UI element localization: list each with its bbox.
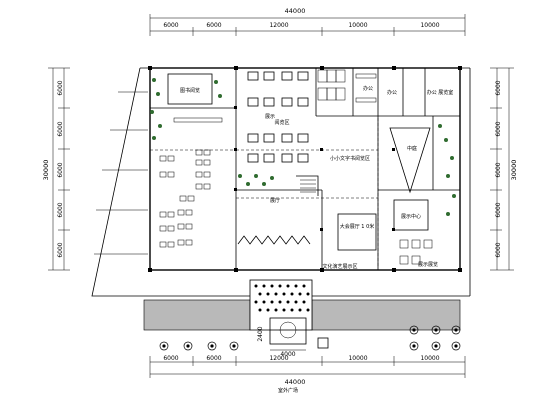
right-dim-seg-2: 6000: [495, 121, 502, 136]
right-lower-label: 展示展览: [418, 261, 438, 268]
atrium-feature: 中庭: [389, 127, 431, 194]
left-dim-seg-2: 6000: [57, 121, 64, 136]
restroom-cubicles: 办公 办公 办公 展览室: [317, 69, 454, 103]
bottom-center-label: 文化演艺展示区: [322, 263, 357, 270]
bottom-dim-total: 44000: [285, 378, 306, 386]
left-dim-seg-1: 6000: [57, 80, 64, 95]
top-dim-seg-1: 6000: [163, 22, 178, 29]
reading-area-label: 阅览区: [274, 119, 289, 126]
bottom-dimension-chain: 6000 6000 12000 10000 10000 44000: [149, 355, 466, 386]
lobby-label: 小小文字书阅览区: [330, 155, 370, 162]
interior-planting: [150, 78, 456, 216]
top-dim-seg-5: 10000: [420, 22, 439, 29]
entry-width-dim: 4000: [280, 351, 295, 358]
office-label-1: 办公: [363, 85, 373, 92]
left-dim-seg-3: 6000: [57, 162, 64, 177]
top-dim-total: 44000: [285, 7, 306, 15]
right-dim-seg-4: 6000: [495, 202, 502, 217]
top-dimension-chain: 44000 6000 6000 12000 10000 10000: [149, 7, 466, 36]
office-label-3: 办公 展览室: [427, 89, 454, 96]
building-walls: [149, 67, 461, 271]
hall-center-label: 大会展厅 1 0米: [340, 223, 375, 230]
paving-strip: [143, 279, 461, 331]
top-left-room-label: 图书阅览: [180, 87, 200, 94]
plaza-label: 室外广场: [278, 387, 298, 394]
office-label-2: 办公: [387, 89, 397, 96]
right-dim-seg-5: 6000: [495, 242, 502, 257]
right-dimension-chain: 6000 6000 6000 6000 6000 30000: [490, 67, 518, 271]
bottom-dim-seg-2: 6000: [206, 355, 221, 362]
entry-depth-dim: 2400: [257, 326, 264, 341]
central-hall: 大会展厅 1 0米 文化演艺展示区 展厅: [237, 175, 377, 270]
bottom-dim-seg-1: 6000: [163, 355, 178, 362]
exhibit-label: 展厅: [270, 198, 280, 204]
top-dim-seg-2: 6000: [206, 22, 221, 29]
entry-feature: 4000 2400 室外广场: [257, 317, 329, 394]
exhibit-hall-label: 展示: [265, 114, 275, 120]
right-rooms: 展示中心 展示展览 展示: [265, 114, 438, 268]
right-dim-total: 30000: [510, 160, 518, 181]
outer-paths: [94, 91, 148, 255]
right-room-label: 展示中心: [401, 213, 421, 220]
column-grid: [148, 66, 462, 272]
left-dim-seg-5: 6000: [57, 242, 64, 257]
bottom-dim-seg-3: 12000: [269, 355, 288, 362]
right-dim-seg-1: 6000: [495, 80, 502, 95]
left-seating: [159, 149, 211, 248]
bottom-dim-seg-4: 10000: [348, 355, 367, 362]
left-dim-seg-4: 6000: [57, 202, 64, 217]
reading-tables: 阅览区 小小文字书阅览区: [247, 71, 370, 163]
left-dimension-chain: 30000 6000 6000 6000 6000 6000: [42, 67, 70, 271]
left-dim-total: 30000: [42, 160, 50, 181]
bottom-dim-seg-5: 10000: [420, 355, 439, 362]
atrium-label: 中庭: [407, 145, 417, 152]
outdoor-trees: [159, 325, 461, 351]
entry-plaza-pattern: [254, 284, 310, 312]
top-dim-seg-4: 10000: [348, 22, 367, 29]
top-left-room: 图书阅览: [167, 73, 223, 123]
right-dim-seg-3: 6000: [495, 162, 502, 177]
top-dim-seg-3: 12000: [269, 22, 288, 29]
